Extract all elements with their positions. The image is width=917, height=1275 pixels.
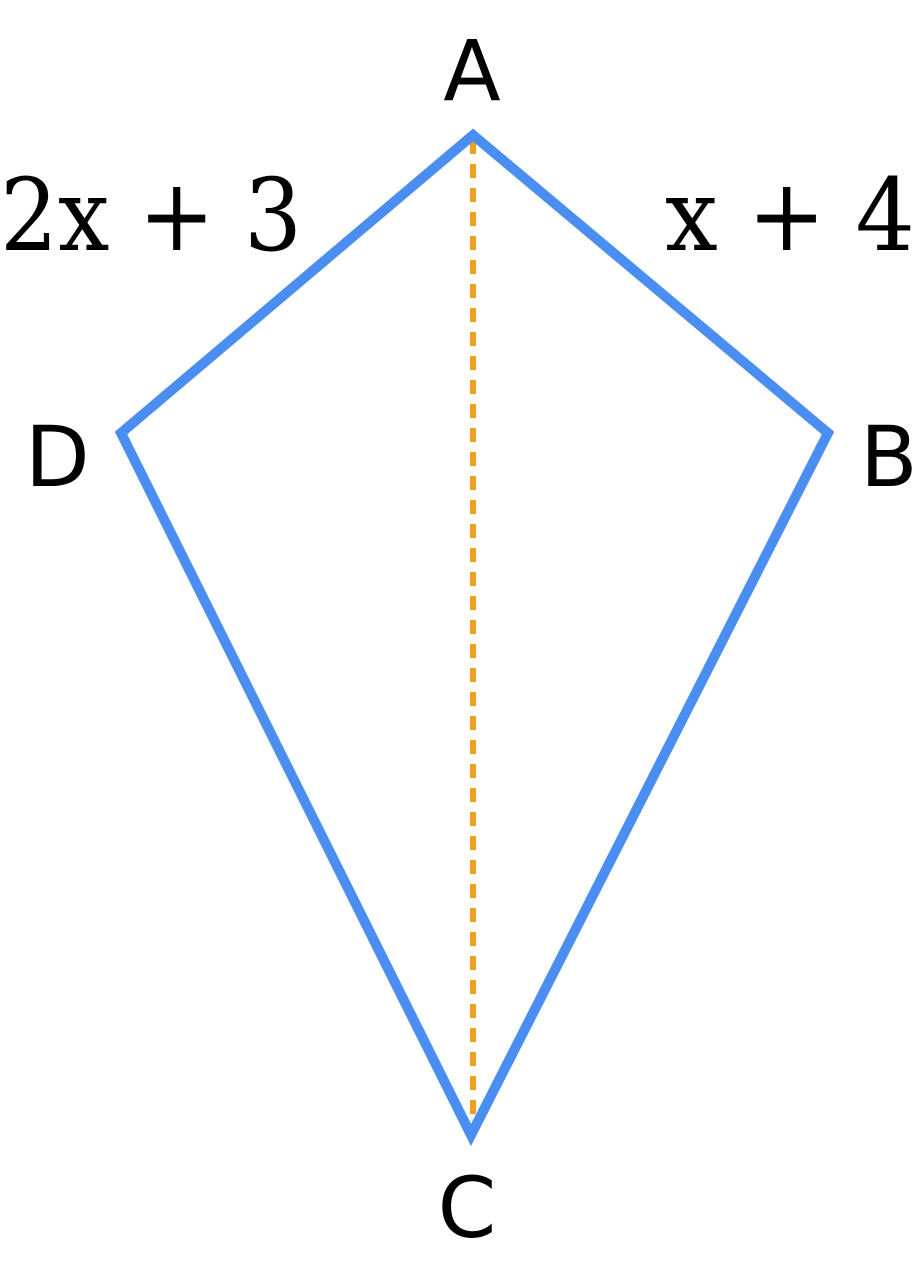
side-label-ad: 2x + 3	[0, 157, 302, 274]
vertex-label-a: A	[443, 22, 500, 120]
vertex-label-d: D	[25, 408, 90, 506]
kite-outline	[114, 128, 835, 1147]
vertex-label-b: B	[860, 408, 917, 506]
vertex-label-c: C	[438, 1159, 497, 1257]
side-label-ab: x + 4	[665, 157, 915, 274]
